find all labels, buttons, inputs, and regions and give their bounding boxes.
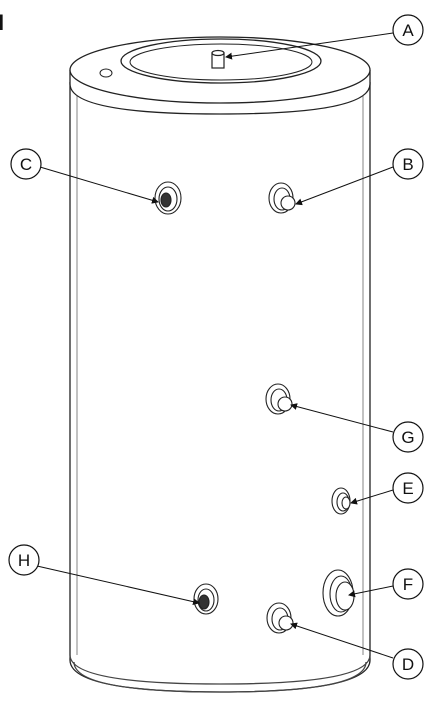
callout-e: E [392, 472, 424, 504]
callout-f-label: F [403, 575, 413, 594]
callout-c-label: C [20, 155, 32, 174]
callout-e-label: E [402, 479, 413, 498]
leader-line-f [348, 585, 394, 598]
callout-g-label: G [401, 428, 414, 447]
fitting-c [154, 181, 182, 215]
fitting-d [266, 602, 294, 634]
leader-line-b [295, 166, 394, 206]
fitting-b [268, 182, 296, 214]
cylinder-body [69, 82, 371, 693]
callout-b: B [392, 148, 424, 180]
callout-d-label: D [402, 655, 414, 674]
fitting-h [193, 583, 219, 615]
leader-line-d [290, 622, 394, 659]
callout-a: A [392, 14, 424, 46]
callout-h: H [8, 544, 40, 576]
leader-line-h [36, 565, 200, 606]
callout-c: C [10, 148, 42, 180]
corner-mark: I [0, 10, 4, 35]
callout-b-label: B [402, 155, 413, 174]
leader-line-g [290, 403, 394, 433]
callout-g: G [392, 421, 424, 453]
fitting-g [265, 383, 293, 415]
callout-f: F [392, 568, 424, 600]
leader-line-a [225, 32, 394, 60]
fitting-f [322, 569, 355, 617]
callout-d: D [392, 648, 424, 680]
leader-line-c [39, 166, 159, 204]
top-connection-stub [211, 49, 225, 69]
callout-a-label: A [402, 21, 414, 40]
callout-h-label: H [18, 551, 30, 570]
fitting-e [331, 487, 351, 515]
top-cover [69, 36, 371, 115]
leader-line-e [350, 489, 394, 505]
